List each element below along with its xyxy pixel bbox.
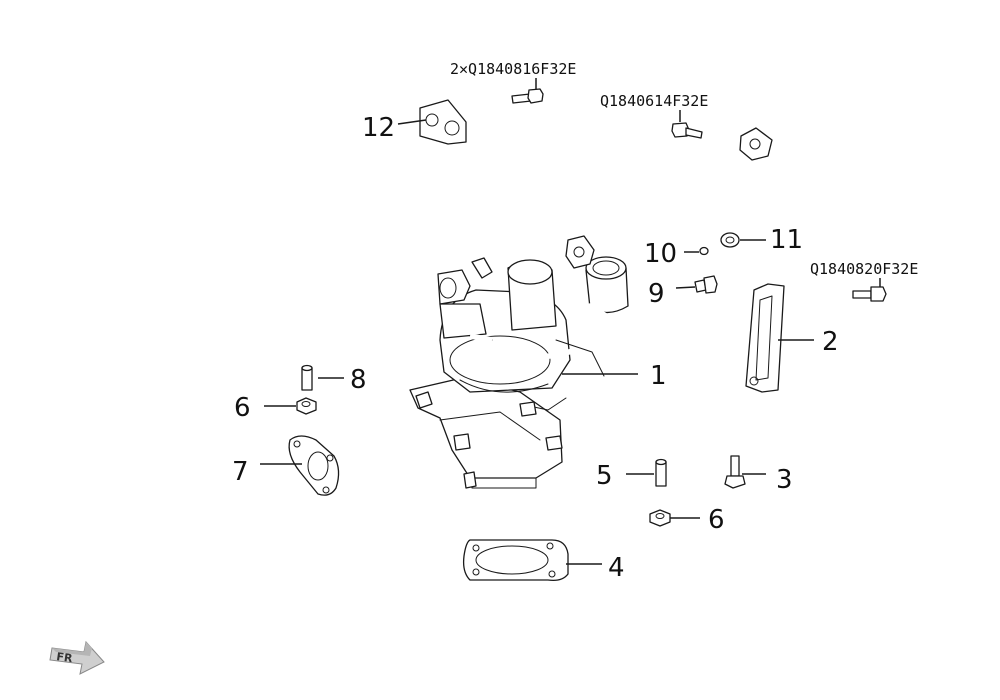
callout-8: 8 (350, 365, 367, 395)
part-9-union-bolt (675, 275, 718, 294)
part-1-turbocharger (409, 235, 638, 489)
part-7-gasket (260, 435, 340, 496)
callout-6-left: 6 (234, 393, 251, 423)
part-5-dowel-pin (626, 458, 667, 487)
part-11-oil-pipe (674, 127, 773, 248)
bolt-pipe-part (671, 110, 703, 139)
callout-9: 9 (648, 279, 665, 309)
callout-11: 11 (770, 225, 803, 255)
part-6-nut-left (264, 397, 317, 415)
callout-12: 12 (362, 113, 395, 143)
callout-4: 4 (608, 553, 625, 583)
callout-10: 10 (644, 239, 677, 269)
part-2-bracket (745, 283, 814, 393)
part-6-nut-right (649, 509, 700, 527)
front-direction-arrow-icon (49, 640, 105, 675)
part-number-bolt-pipe: Q1840614F32E (600, 92, 708, 110)
part-10-o-ring (684, 246, 709, 256)
callout-6-right: 6 (708, 505, 725, 535)
callout-2: 2 (822, 327, 839, 357)
callout-5: 5 (596, 461, 613, 491)
bolt-right-part (852, 278, 887, 302)
bolt-top-part (511, 78, 544, 104)
callout-7: 7 (232, 457, 249, 487)
part-8-dowel-pin (301, 364, 344, 391)
part-12-bracket (397, 99, 467, 145)
callout-1: 1 (650, 361, 667, 391)
part-number-bolt-right: Q1840820F32E (810, 260, 918, 278)
part-4-gasket (462, 539, 602, 582)
callout-3: 3 (776, 465, 793, 495)
part-3-stud-bolt (724, 455, 766, 489)
part-number-bolt-top: 2✕Q1840816F32E (450, 60, 576, 78)
front-direction-label: FR (56, 650, 74, 665)
